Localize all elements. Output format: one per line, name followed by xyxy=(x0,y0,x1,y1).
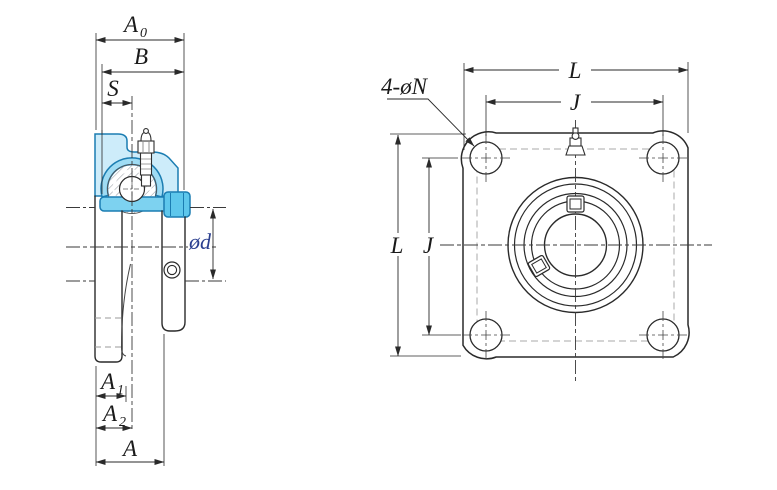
od-label: ød xyxy=(188,229,212,254)
set-screw-hole-outer xyxy=(163,261,181,279)
dim-j-left-label: J xyxy=(423,233,435,258)
fitting-hex xyxy=(137,140,155,154)
dim-l-left-label: L xyxy=(390,233,404,258)
grease-fitting-front xyxy=(565,127,586,156)
dim-a0-sub: 0 xyxy=(140,26,147,41)
bolt-note-leader xyxy=(387,98,475,147)
dim-s-label: S xyxy=(107,76,119,101)
l-top-mask xyxy=(559,58,591,81)
dim-a1-sub: 1 xyxy=(117,383,124,398)
dim-j-top-label: J xyxy=(570,90,582,115)
bolt-hole-crosshairs xyxy=(462,134,687,359)
locking-collar xyxy=(163,191,191,218)
dim-a0-label: A xyxy=(122,12,139,37)
set-screw-top xyxy=(566,195,585,213)
fitting-front-ball xyxy=(571,132,580,140)
set-screw-lower-left xyxy=(527,254,551,278)
fitting-tip-ball xyxy=(143,128,149,134)
bolt-note-label: 4-øN xyxy=(381,74,429,99)
fitting-front-base xyxy=(565,145,586,156)
flange-plate-edge xyxy=(94,195,123,363)
dim-a1-label: A xyxy=(99,369,116,394)
flange-fillet-curve xyxy=(120,263,131,357)
hub-outline xyxy=(161,210,186,332)
left-view: ød A 0 B S A 1 A 2 A xyxy=(66,12,226,466)
od-label-mask xyxy=(188,229,212,252)
j-top-mask xyxy=(561,90,591,113)
right-view: L J 4-øN L J xyxy=(381,58,712,384)
fitting-front-tip xyxy=(572,127,579,134)
grease-fitting-side xyxy=(137,128,155,187)
dim-a-label: A xyxy=(121,436,138,461)
set-screw-hole-inner xyxy=(166,264,178,276)
dim-a2-label: A xyxy=(101,401,118,426)
dim-b-label: B xyxy=(134,44,148,69)
dim-a2-sub: 2 xyxy=(119,415,126,430)
j-left-mask xyxy=(418,233,440,256)
dim-l-top-label: L xyxy=(568,58,582,83)
l-left-mask xyxy=(386,233,410,256)
